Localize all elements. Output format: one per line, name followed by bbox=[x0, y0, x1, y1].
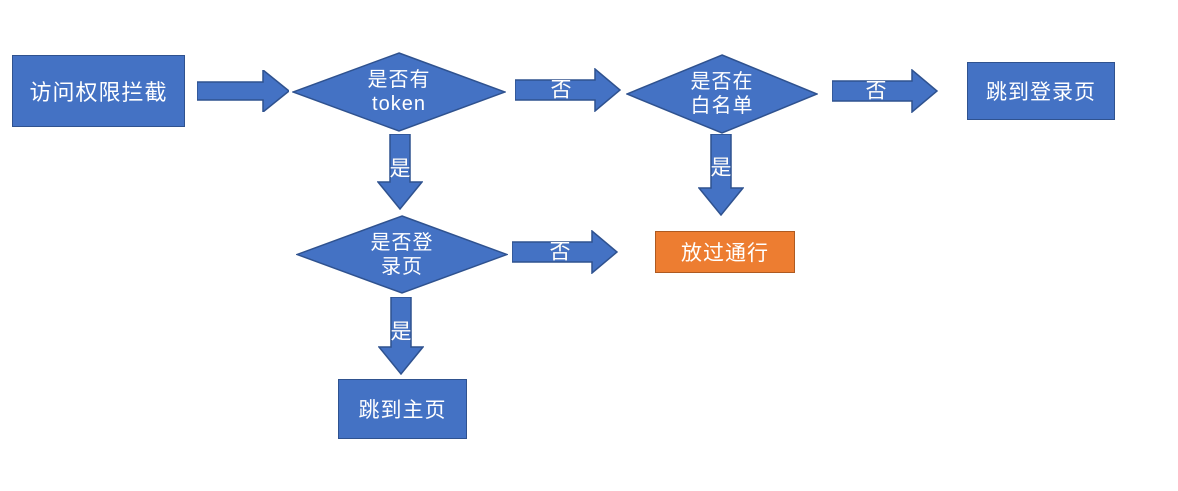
node-goto-home: 跳到主页 bbox=[338, 379, 467, 439]
down-arrow-shape bbox=[378, 297, 424, 375]
right-arrow-shape bbox=[197, 70, 289, 112]
diamond-shape bbox=[296, 215, 508, 294]
right-arrow-shape bbox=[512, 230, 618, 274]
node-start: 访问权限拦截 bbox=[12, 55, 185, 127]
node-pass: 放过通行 bbox=[655, 231, 795, 273]
node-is-login-page: 是否登 录页 bbox=[296, 215, 508, 294]
edge-start-to-has-token bbox=[197, 70, 289, 112]
right-arrow-shape bbox=[515, 68, 621, 112]
node-in-whitelist-label: 是否在 白名单 bbox=[690, 71, 754, 117]
right-arrow-shape bbox=[832, 69, 938, 113]
edge-has-token-to-login-page: 是 bbox=[377, 134, 423, 210]
edge-label-no: 否 bbox=[865, 79, 887, 103]
edge-login-page-to-pass: 否 bbox=[512, 230, 618, 274]
edge-has-token-to-whitelist: 否 bbox=[515, 68, 621, 112]
edge-whitelist-to-pass: 是 bbox=[698, 134, 744, 216]
edge-label-yes: 是 bbox=[710, 156, 732, 180]
diamond-shape bbox=[292, 52, 506, 132]
node-goto-login: 跳到登录页 bbox=[967, 62, 1115, 120]
edge-label-no: 否 bbox=[550, 78, 572, 102]
edge-label-no: 否 bbox=[549, 240, 571, 264]
down-arrow-shape bbox=[377, 134, 423, 210]
node-in-whitelist: 是否在 白名单 bbox=[626, 54, 818, 134]
diamond-shape bbox=[626, 54, 818, 134]
node-has-token-label: 是否有 token bbox=[367, 69, 431, 115]
node-is-login-page-label: 是否登 录页 bbox=[370, 231, 434, 278]
down-arrow-shape bbox=[698, 134, 744, 216]
edge-label-yes: 是 bbox=[390, 320, 412, 344]
edge-label-yes: 是 bbox=[389, 157, 411, 181]
edge-login-page-to-home: 是 bbox=[378, 297, 424, 375]
edge-whitelist-to-login: 否 bbox=[832, 69, 938, 113]
node-has-token: 是否有 token bbox=[292, 52, 506, 132]
